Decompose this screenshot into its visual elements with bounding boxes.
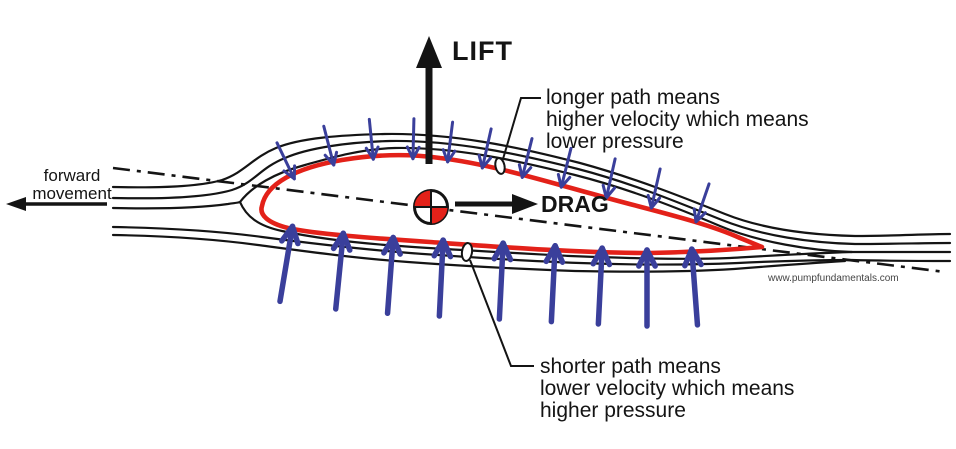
- pressure-arrow: [275, 141, 297, 181]
- pressure-arrow: [431, 237, 454, 319]
- streamline-bottom-outer: [111, 233, 847, 273]
- lift-label: LIFT: [452, 36, 513, 66]
- streamline-stagnation: [111, 200, 242, 210]
- pressure-arrow: [543, 243, 566, 325]
- watermark: www.pumpfundamentals.com: [767, 273, 899, 284]
- lower-path-marker: [460, 242, 474, 262]
- upper-annotation: longer path means higher velocity which …: [546, 86, 809, 153]
- pressure-arrow: [364, 117, 380, 161]
- forward-movement-arrow: [6, 197, 107, 211]
- streamline-top-middle: [111, 139, 952, 246]
- pressure-arrow: [491, 240, 514, 322]
- lower-annotation-leader: [460, 242, 534, 367]
- pressure-arrow: [682, 246, 704, 328]
- pressure-arrow: [277, 223, 301, 305]
- streamline-bottom-inner: [238, 200, 854, 260]
- chord-center-line: [112, 166, 946, 274]
- drag-arrow: [455, 194, 538, 214]
- pressure-arrow: [381, 234, 403, 317]
- upper-annotation-line1: longer path means: [546, 86, 720, 109]
- upper-annotation-line2: higher velocity which means: [546, 108, 809, 131]
- upper-path-marker: [494, 157, 506, 175]
- pressure-arrow: [601, 157, 617, 200]
- center-of-gravity-icon: [413, 189, 449, 225]
- lift-arrow: [416, 36, 442, 164]
- pressure-arrow: [405, 117, 421, 161]
- pressure-arrow: [692, 182, 711, 224]
- forward-label-line2: movement: [32, 184, 112, 203]
- airfoil-outline: [259, 152, 765, 256]
- streamline-bottom-middle: [111, 225, 952, 266]
- lower-pressure-arrows: [277, 223, 704, 329]
- lower-annotation-line3: higher pressure: [540, 399, 686, 422]
- pressure-arrow: [477, 127, 493, 170]
- pressure-arrow: [646, 167, 662, 210]
- lower-annotation-line2: lower velocity which means: [540, 377, 794, 400]
- pressure-arrow: [330, 230, 353, 312]
- lower-annotation-line1: shorter path means: [540, 355, 721, 378]
- lower-annotation: shorter path means lower velocity which …: [540, 355, 794, 422]
- upper-annotation-leader: [494, 97, 541, 175]
- drag-label: DRAG: [541, 191, 609, 217]
- pressure-arrow: [556, 146, 573, 189]
- pressure-arrow: [441, 120, 457, 164]
- forward-label-line1: forward: [44, 166, 101, 185]
- pressure-arrow: [517, 137, 534, 179]
- upper-annotation-line3: lower pressure: [546, 130, 684, 153]
- pressure-arrow: [322, 124, 339, 167]
- pressure-arrow: [636, 247, 658, 329]
- upper-pressure-arrows: [275, 117, 711, 224]
- pressure-arrow: [590, 245, 613, 327]
- streamline-top-outer: [111, 132, 952, 238]
